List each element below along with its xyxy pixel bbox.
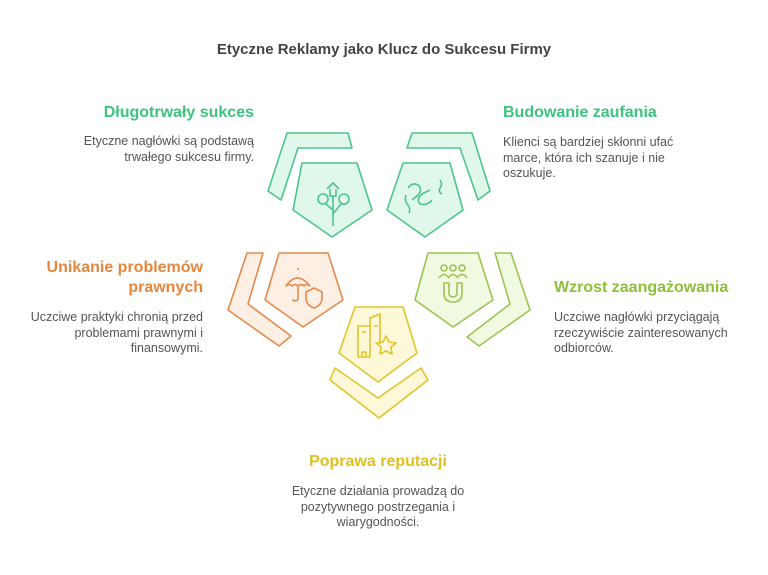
segment-reputation-improvement (329, 306, 429, 419)
item-description: Uczciwe praktyki chronią przed problemam… (30, 310, 203, 355)
chevron (406, 132, 491, 201)
chevron (466, 252, 531, 347)
chevron (329, 367, 429, 419)
segment-long-term-success (267, 132, 373, 238)
segment-engagement-growth (414, 252, 531, 347)
pentagon (264, 252, 344, 328)
pentagon (414, 252, 494, 328)
pentagon (386, 162, 464, 238)
plant-growth-icon (317, 182, 350, 226)
building-star-icon (357, 313, 397, 358)
item-description: Klienci są bardziej skłonni ufać marce, … (503, 135, 674, 180)
item-title: Długotrwały sukces (103, 104, 254, 121)
item-title: Budowanie zaufania (503, 104, 657, 121)
handshake-icon (404, 179, 443, 214)
item-title: Unikanie problemów prawnych (46, 259, 203, 296)
segment-building-trust (386, 132, 491, 238)
magnet-people-icon (438, 264, 468, 303)
chevron (267, 132, 353, 201)
item-title: Wzrost zaangażowania (554, 279, 729, 296)
item-description: Uczciwe nagłówki przyciągają rzeczywiści… (554, 310, 728, 355)
segment-avoiding-legal-problems (227, 252, 344, 347)
chevron (227, 252, 292, 347)
item-title: Poprawa reputacji (309, 453, 447, 470)
umbrella-shield-icon (285, 268, 323, 309)
item-description: Etyczne nagłówki są podstawą trwałego su… (83, 134, 254, 164)
item-description: Etyczne działania prowadzą do pozytywneg… (291, 484, 465, 529)
diagram-title: Etyczne Reklamy jako Klucz do Sukcesu Fi… (216, 41, 552, 58)
